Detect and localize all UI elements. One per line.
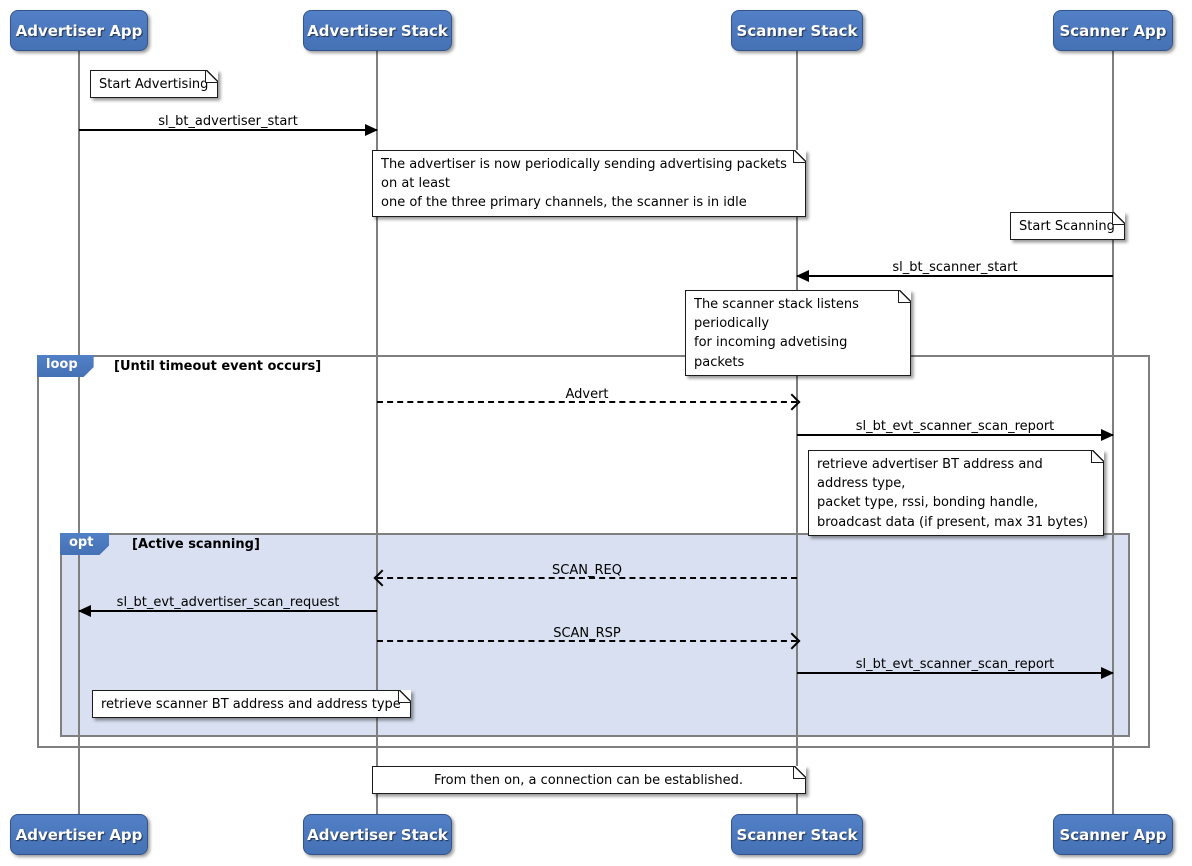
note-fold-icon	[793, 150, 806, 163]
arrowhead-icon	[365, 124, 378, 136]
arrowhead-icon	[1101, 667, 1114, 679]
lifeline-scanner-stack	[796, 51, 798, 815]
message-scanner-scan-report-1: sl_bt_evt_scanner_scan_report	[797, 418, 1114, 441]
message-sl-bt-scanner-start: sl_bt_scanner_start	[796, 259, 1113, 282]
lifeline-advertiser-app	[78, 51, 80, 815]
arrowhead-icon	[796, 270, 809, 282]
loop-frame-guard: [Until timeout event occurs]	[114, 359, 322, 374]
note-fold-icon	[898, 290, 911, 303]
message-scanner-scan-report-2: sl_bt_evt_scanner_scan_report	[797, 656, 1114, 679]
message-line	[797, 275, 1113, 277]
participant-label: Advertiser Stack	[307, 21, 448, 40]
message-line	[377, 577, 797, 579]
note-start-scanning: Start Scanning	[1010, 212, 1125, 241]
participant-label: Scanner Stack	[736, 21, 858, 40]
lifeline-advertiser-stack	[376, 51, 378, 815]
message-advertiser-scan-request: sl_bt_evt_advertiser_scan_request	[78, 594, 377, 617]
message-line	[79, 129, 377, 131]
opt-frame-guard: [Active scanning]	[132, 537, 260, 552]
participant-label: Advertiser Stack	[307, 825, 448, 844]
message-label: sl_bt_advertiser_start	[158, 114, 298, 129]
message-label: SCAN_REQ	[552, 563, 622, 578]
message-label: SCAN_RSP	[553, 626, 621, 641]
participant-box-scanner-stack-top: Scanner Stack	[731, 10, 863, 51]
participant-label: Scanner App	[1059, 825, 1167, 844]
message-label: sl_bt_evt_advertiser_scan_request	[116, 595, 340, 610]
note-fold-icon	[1091, 450, 1104, 463]
note-fold-icon	[397, 690, 411, 703]
note-advertiser-sending: The advertiser is now periodically sendi…	[372, 150, 806, 217]
message-line	[377, 401, 797, 403]
note-connection-established: From then on, a connection can be establ…	[372, 766, 806, 795]
note-scanner-listens: The scanner stack listens periodically f…	[685, 290, 911, 376]
participant-label: Advertiser App	[15, 825, 143, 844]
loop-frame: loop [Until timeout event occurs]	[37, 355, 1150, 748]
note-fold-icon	[793, 766, 806, 779]
participant-box-advertiser-app-top: Advertiser App	[10, 10, 148, 51]
note-retrieve-advertiser: retrieve advertiser BT address and addre…	[808, 450, 1104, 536]
message-line	[797, 434, 1113, 436]
note-start-advertising: Start Advertising	[90, 70, 219, 99]
message-sl-bt-advertiser-start: sl_bt_advertiser_start	[79, 113, 378, 136]
participant-box-advertiser-stack-bottom: Advertiser Stack	[303, 814, 452, 855]
message-line	[377, 640, 797, 642]
participant-label: Scanner Stack	[736, 825, 858, 844]
message-label: sl_bt_evt_scanner_scan_report	[855, 419, 1055, 434]
participant-box-advertiser-stack-top: Advertiser Stack	[303, 10, 452, 51]
message-scan-rsp: SCAN_RSP	[377, 625, 801, 650]
message-label: Advert	[565, 387, 609, 402]
message-label: sl_bt_scanner_start	[892, 260, 1018, 275]
participant-box-scanner-app-bottom: Scanner App	[1053, 814, 1173, 855]
note-fold-icon	[205, 70, 219, 83]
loop-frame-tab: loop	[37, 355, 94, 377]
opt-frame-tab: opt	[60, 533, 109, 555]
arrowhead-icon	[1101, 429, 1114, 441]
message-scan-req: SCAN_REQ	[373, 562, 797, 587]
opt-frame: opt [Active scanning]	[60, 533, 1130, 737]
arrowhead-icon	[78, 605, 91, 617]
loop-frame-label: loop	[46, 357, 78, 372]
note-retrieve-scanner: retrieve scanner BT address and address …	[92, 690, 411, 719]
message-advert: Advert	[377, 386, 801, 411]
participant-box-scanner-stack-bottom: Scanner Stack	[731, 814, 863, 855]
participant-label: Advertiser App	[15, 21, 143, 40]
opt-frame-label: opt	[69, 535, 94, 550]
message-line	[797, 672, 1113, 674]
participant-box-advertiser-app-bottom: Advertiser App	[10, 814, 148, 855]
message-line	[79, 610, 377, 612]
message-label: sl_bt_evt_scanner_scan_report	[855, 657, 1055, 672]
note-fold-icon	[1111, 212, 1125, 225]
participant-label: Scanner App	[1059, 21, 1167, 40]
participant-box-scanner-app-top: Scanner App	[1053, 10, 1173, 51]
